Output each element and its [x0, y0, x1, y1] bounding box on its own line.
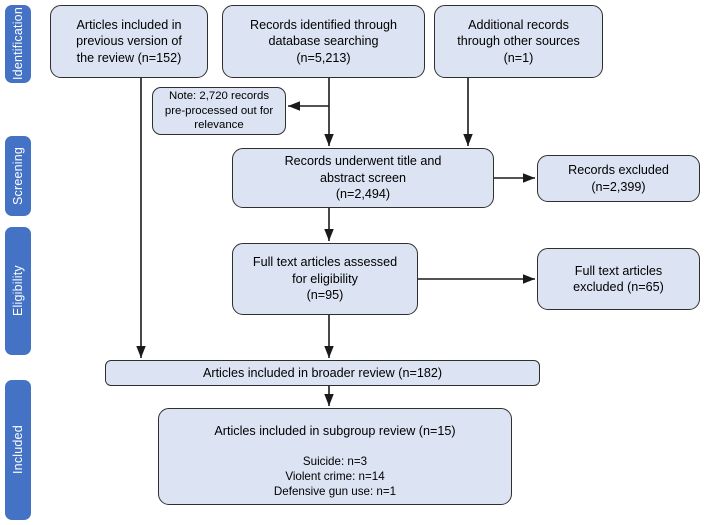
- node-line: previous version of: [76, 34, 182, 49]
- node-line: (n=95): [306, 288, 344, 303]
- node-line: Full text articles assessed: [252, 255, 398, 270]
- node-line: (n=2,399): [591, 179, 646, 194]
- node-other-sources[interactable]: Additional records through other sources…: [434, 5, 603, 78]
- node-line: Suicide: n=3: [302, 454, 368, 468]
- node-line: (n=1): [503, 50, 534, 65]
- node-line: relevance: [194, 119, 244, 132]
- node-subgroup-review[interactable]: Articles included in subgroup review (n=…: [158, 408, 512, 505]
- node-records-excluded[interactable]: Records excluded (n=2,399): [537, 155, 700, 202]
- stage-label-text: Screening: [11, 146, 25, 206]
- node-title-abstract-screen[interactable]: Records underwent title and abstract scr…: [232, 148, 494, 208]
- node-preprocess-note[interactable]: Note: 2,720 records pre-processed out fo…: [152, 87, 286, 135]
- node-line: pre-processed out for: [164, 104, 274, 117]
- stage-label-text: Eligibility: [11, 265, 25, 317]
- node-line: (n=2,494): [335, 187, 391, 202]
- stage-label-included: Included: [5, 380, 31, 520]
- node-line: Defensive gun use: n=1: [273, 484, 397, 498]
- node-subgroup-title: Articles included in subgroup review (n=…: [214, 424, 456, 438]
- node-line: Note: 2,720 records: [168, 90, 270, 103]
- node-full-text-assessed[interactable]: Full text articles assessed for eligibil…: [232, 243, 418, 315]
- node-line: for eligibility: [292, 271, 358, 286]
- node-line: Violent crime: n=14: [285, 469, 385, 483]
- stage-label-identification: Identification: [5, 5, 31, 83]
- stage-label-text: Included: [11, 425, 25, 475]
- node-line: Records identified through: [249, 17, 398, 32]
- stage-label-screening: Screening: [5, 136, 31, 216]
- node-previous-review[interactable]: Articles included in previous version of…: [50, 5, 208, 78]
- node-line: through other sources: [457, 34, 580, 49]
- node-line: Additional records: [468, 17, 569, 32]
- node-line: (n=5,213): [296, 50, 351, 65]
- node-broader-review[interactable]: Articles included in broader review (n=1…: [105, 360, 540, 386]
- node-line: the review (n=152): [76, 50, 182, 65]
- node-line: Records excluded: [568, 163, 669, 177]
- stage-label-text: Identification: [11, 7, 25, 81]
- node-database-search[interactable]: Records identified through database sear…: [222, 5, 425, 78]
- node-line: abstract screen: [319, 170, 407, 185]
- node-line: Articles included in: [76, 17, 182, 32]
- node-line: excluded (n=65): [573, 280, 664, 294]
- node-line: Full text articles: [574, 263, 663, 278]
- node-full-text-excluded[interactable]: Full text articles excluded (n=65): [537, 248, 700, 310]
- node-subgroup-breakdown: Suicide: n=3 Violent crime: n=14 Defensi…: [274, 454, 396, 499]
- node-line: database searching: [268, 34, 379, 49]
- node-line: Articles included in broader review (n=1…: [202, 365, 443, 380]
- stage-label-eligibility: Eligibility: [5, 227, 31, 355]
- node-line: Records underwent title and: [284, 154, 442, 169]
